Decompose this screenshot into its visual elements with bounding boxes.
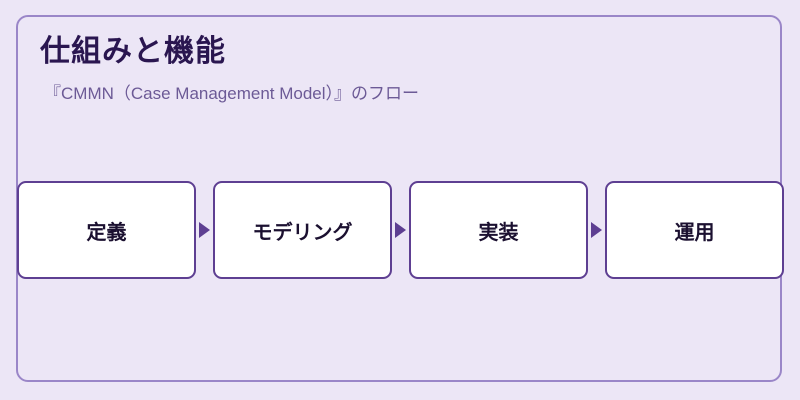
flow-step-operation: 運用: [605, 181, 784, 279]
flow-arrow-icon: [199, 222, 210, 238]
flow-arrow-icon: [591, 222, 602, 238]
diagram-title: 仕組みと機能: [40, 34, 226, 69]
flow-step-definition: 定義: [17, 181, 196, 279]
flow-arrow-icon: [395, 222, 406, 238]
flow-step-modeling: モデリング: [213, 181, 392, 279]
diagram-subtitle: 『CMMN（Case Management Model）』のフロー: [44, 84, 420, 103]
flow-step-implementation: 実装: [409, 181, 588, 279]
